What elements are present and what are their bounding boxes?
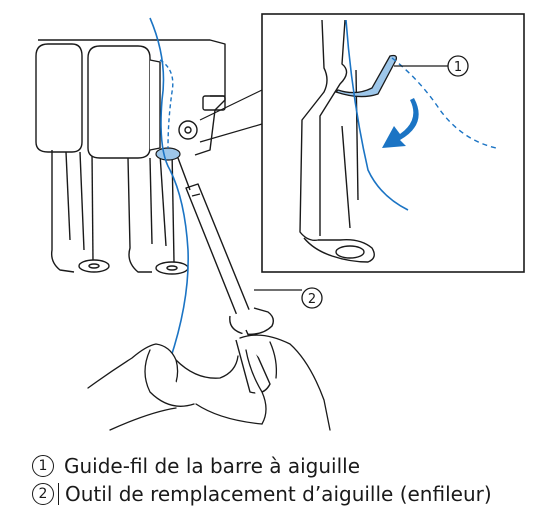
legend-label-2: Outil de remplacement d’aiguille (enfile… bbox=[65, 482, 492, 506]
needle-bar-left bbox=[35, 43, 110, 273]
callout-1-number: 1 bbox=[454, 60, 462, 75]
legend-item-needle-threader-tool: 2 Outil de remplacement d’aiguille (enfi… bbox=[32, 480, 542, 508]
threading-illustration: 1 2 bbox=[35, 13, 525, 431]
thread-inset-dashed bbox=[391, 57, 497, 149]
legend-item-needle-bar-thread-guide: 1 Guide-fil de la barre à aiguille bbox=[32, 452, 542, 480]
direction-arrow-icon bbox=[382, 98, 419, 148]
machine-frame bbox=[38, 39, 226, 156]
legend-separator bbox=[58, 483, 59, 505]
magnified-inset: 1 bbox=[261, 13, 525, 273]
hand-illustration bbox=[87, 334, 331, 431]
needle-bar-right bbox=[87, 45, 198, 275]
legend: 1 Guide-fil de la barre à aiguille 2 Out… bbox=[32, 452, 542, 508]
legend-label-1: Guide-fil de la barre à aiguille bbox=[64, 454, 361, 478]
callout-2-circle bbox=[301, 287, 323, 309]
legend-marker-2: 2 bbox=[32, 483, 54, 505]
thread-inset bbox=[345, 19, 409, 211]
legend-marker-1: 1 bbox=[32, 455, 54, 477]
zoom-connector bbox=[199, 89, 263, 143]
needle-threader-tool bbox=[177, 157, 275, 394]
thread-main bbox=[149, 17, 189, 361]
thread-guide-highlight bbox=[155, 147, 181, 161]
callout-1-circle bbox=[447, 55, 469, 77]
callout-2-number: 2 bbox=[308, 292, 316, 307]
thread-main-dashed bbox=[159, 59, 174, 149]
